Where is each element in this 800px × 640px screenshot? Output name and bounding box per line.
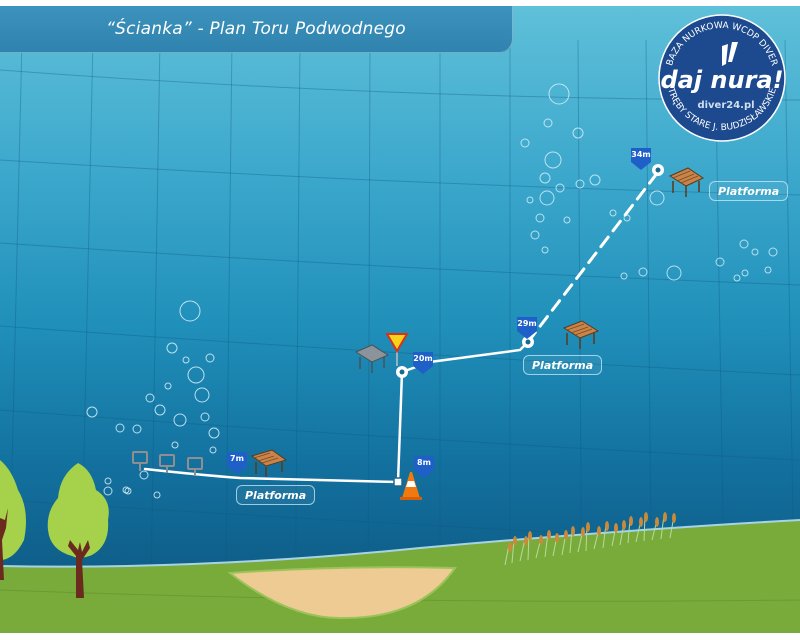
page-title: “Ścianka” - Plan Toru Podwodnego: [106, 19, 406, 39]
depth-badge-34m: 34m: [631, 148, 651, 170]
tree-right: [47, 463, 109, 598]
platform-label-29m: Platforma: [523, 355, 603, 375]
shield-icon: [413, 352, 433, 374]
logo-main-text: daj nura!: [660, 66, 783, 94]
title-bar: [0, 6, 513, 53]
platform-icon-34m: [668, 167, 705, 197]
platform-icon-29m: [562, 320, 600, 349]
start-frames: [132, 451, 203, 475]
sand-pit: [227, 566, 457, 620]
shield-icon: [631, 148, 651, 170]
platform-icon-gray: [354, 344, 390, 373]
bottom-strip: [0, 633, 800, 640]
depth-badge-7m: 7m: [227, 452, 247, 474]
yield-sign-icon: [385, 333, 409, 366]
waypoint-nodes: [393, 164, 664, 487]
shield-icon: [227, 452, 247, 474]
platform-label-34m: Platforma: [709, 181, 789, 201]
dive-base-logo: BAZA NURKOWA WCDP DIVER TRĘBY STARE J. B…: [658, 14, 786, 142]
shield-icon: [517, 317, 537, 339]
depth-badge-20m: 20m: [413, 352, 433, 374]
tree-left: [0, 460, 26, 580]
bubbles-right: [520, 83, 778, 282]
shoreline: [0, 519, 800, 568]
platform-label-7m: Platforma: [236, 485, 316, 505]
platform-icon-7m: [250, 449, 288, 477]
top-strip: [0, 0, 800, 6]
depth-badge-29m: 29m: [517, 317, 537, 339]
bubbles-left: [86, 300, 220, 499]
diver-fins-icon: [722, 42, 738, 66]
depth-badge-8m: 8m: [414, 456, 434, 478]
reeds: [504, 512, 676, 566]
shield-icon: [414, 456, 434, 478]
traffic-cone-icon: [400, 472, 422, 500]
logo-sub-text: diver24.pl: [697, 100, 754, 111]
